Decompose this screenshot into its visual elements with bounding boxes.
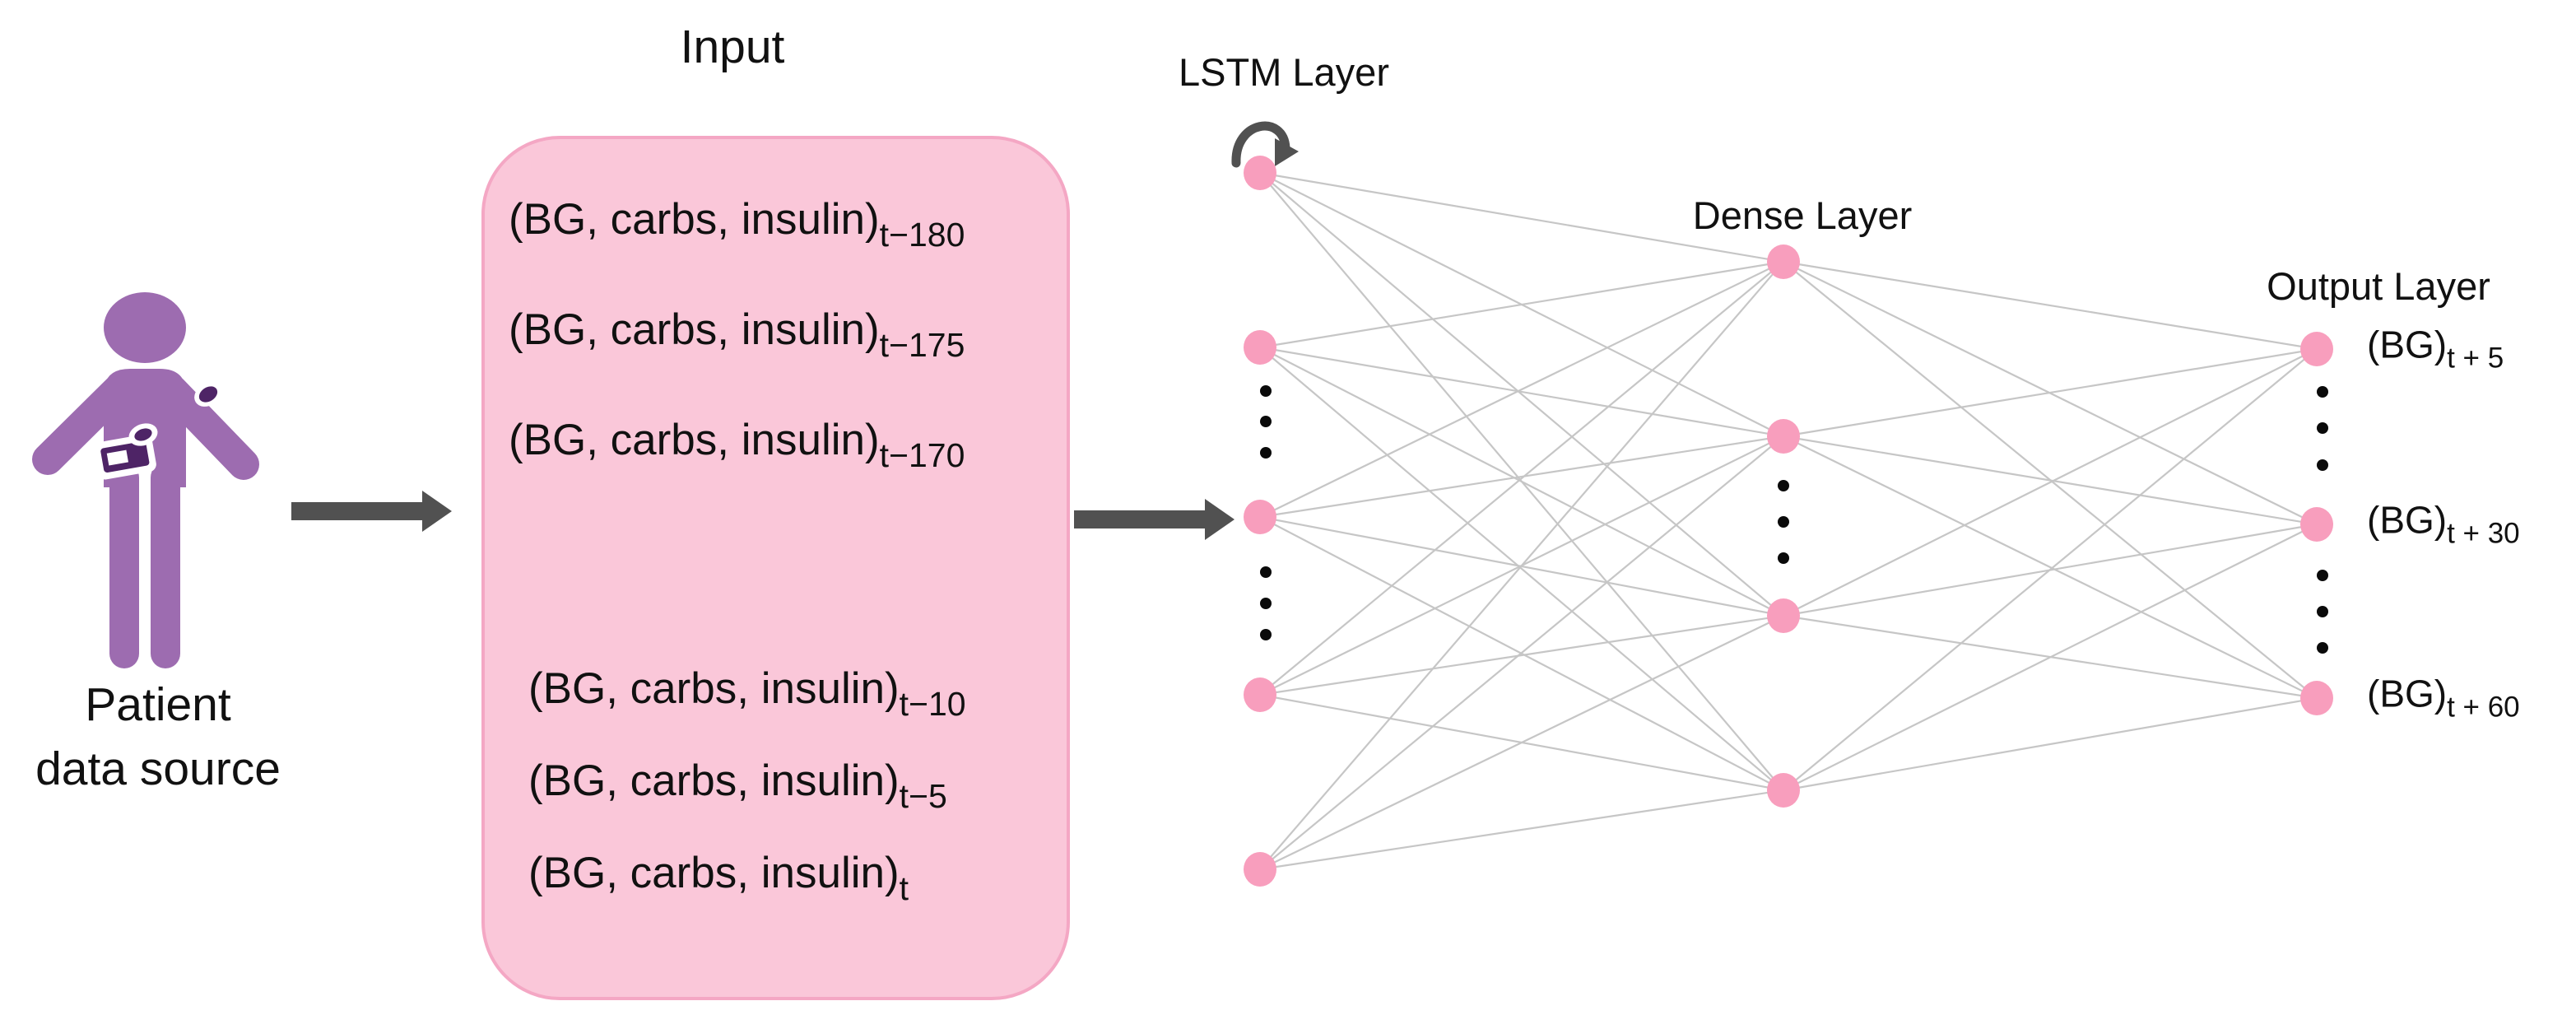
- connection-line: [1259, 347, 1784, 617]
- output-ellipsis-dot: [2317, 570, 2328, 581]
- output-value-subscript: t + 30: [2447, 517, 2520, 550]
- output-ellipsis-dot: [2317, 386, 2328, 398]
- connection-line: [1783, 435, 2318, 699]
- connection-line: [1259, 789, 1784, 871]
- dense-node: [1767, 773, 1800, 808]
- connection-lines: [1259, 171, 2318, 871]
- connection-line: [1783, 260, 2318, 351]
- patient-leg-gap: [139, 481, 151, 670]
- connection-line: [1783, 348, 2318, 617]
- lstm-ellipsis-dot: [1260, 416, 1272, 427]
- connection-line: [1259, 261, 1784, 518]
- connection-line: [1783, 435, 2318, 526]
- output-ellipsis-dot: [2317, 606, 2328, 617]
- connection-line: [1259, 347, 1784, 791]
- patient-icon: [32, 292, 259, 670]
- input-row: (BG, carbs, insulin)t−5: [528, 759, 947, 813]
- output-ellipsis-dot: [2317, 642, 2328, 654]
- connection-line: [1783, 347, 2318, 438]
- output-value-label: (BG)t + 30: [2367, 501, 2520, 548]
- output-value-subscript: t + 5: [2447, 342, 2504, 375]
- output-layer-label: Output Layer: [2267, 264, 2490, 308]
- input-row-main: (BG, carbs, insulin): [509, 195, 880, 244]
- patient-caption-line1: Patient: [85, 678, 231, 731]
- output-ellipsis-dot: [2317, 422, 2328, 434]
- dense-node: [1767, 419, 1800, 454]
- dense-node: [1767, 598, 1800, 633]
- lstm-ellipsis-dot: [1260, 598, 1272, 609]
- arrow-patient-to-input: [291, 491, 452, 532]
- connection-line: [1259, 615, 1784, 870]
- dense-layer-label: Dense Layer: [1692, 193, 1913, 237]
- connection-line: [1783, 524, 2318, 791]
- input-row-main: (BG, carbs, insulin): [509, 305, 880, 354]
- output-node: [2300, 332, 2333, 366]
- dense-node: [1767, 244, 1800, 279]
- connection-line: [1783, 348, 2318, 791]
- lstm-layer-label: LSTM Layer: [1179, 50, 1389, 94]
- connection-line: [1259, 261, 1784, 696]
- output-ellipsis-dot: [2317, 459, 2328, 471]
- lstm-node: [1244, 677, 1276, 712]
- input-row-main: (BG, carbs, insulin): [528, 849, 900, 897]
- connection-line: [1259, 172, 1784, 617]
- input-row: (BG, carbs, insulin)t−175: [509, 308, 965, 362]
- connection-line: [1783, 696, 2318, 792]
- connection-line: [1259, 435, 1784, 519]
- output-value-main: (BG): [2367, 672, 2448, 715]
- connection-line: [1259, 614, 1784, 696]
- lstm-node: [1244, 330, 1276, 365]
- connection-line: [1259, 260, 1784, 349]
- lstm-ellipsis-dot: [1260, 566, 1272, 578]
- output-value-label: (BG)t + 5: [2367, 326, 2504, 373]
- input-row-main: (BG, carbs, insulin): [528, 757, 900, 805]
- lstm-node: [1244, 852, 1276, 887]
- connection-line: [1259, 171, 1784, 263]
- input-row-subscript: t−175: [879, 326, 965, 364]
- insulin-pump-icon: [93, 434, 156, 480]
- input-row-main: (BG, carbs, insulin): [509, 416, 880, 464]
- lstm-ellipsis-dot: [1260, 447, 1272, 459]
- patient-head: [104, 292, 186, 363]
- dense-ellipsis-dot: [1778, 480, 1789, 491]
- connection-line: [1259, 261, 1784, 870]
- lstm-ellipsis-dot: [1260, 385, 1272, 397]
- output-node: [2300, 681, 2333, 715]
- output-node: [2300, 507, 2333, 542]
- input-row-subscript: t: [899, 869, 909, 907]
- input-row: (BG, carbs, insulin)t: [528, 851, 909, 906]
- input-row-subscript: t−10: [899, 685, 966, 723]
- output-value-subscript: t + 60: [2447, 691, 2520, 724]
- input-row: (BG, carbs, insulin)t−180: [509, 198, 965, 252]
- patient-caption-line2: data source: [35, 743, 281, 795]
- lstm-node: [1244, 500, 1276, 534]
- input-row: (BG, carbs, insulin)t−10: [528, 667, 966, 721]
- input-row: (BG, carbs, insulin)t−170: [509, 418, 965, 473]
- connection-line: [1259, 435, 1784, 870]
- input-box: [481, 136, 1070, 1000]
- lstm-node: [1244, 156, 1276, 190]
- input-title: Input: [680, 21, 785, 73]
- output-value-main: (BG): [2367, 323, 2448, 366]
- lstm-recurrence-arrow: [1231, 121, 1299, 168]
- pump-tubing-icon: [128, 423, 158, 446]
- arrow-input-to-lstm: [1074, 499, 1235, 540]
- output-value-label: (BG)t + 60: [2367, 675, 2520, 722]
- cgm-sensor-icon: [194, 382, 222, 407]
- input-row-main: (BG, carbs, insulin): [528, 664, 900, 713]
- dense-ellipsis-dot: [1778, 516, 1789, 528]
- connection-line: [1259, 346, 1784, 438]
- output-value-main: (BG): [2367, 498, 2448, 542]
- input-row-subscript: t−180: [879, 216, 965, 254]
- dense-ellipsis-dot: [1778, 552, 1789, 564]
- input-row-subscript: t−5: [899, 777, 947, 815]
- input-row-subscript: t−170: [879, 436, 965, 474]
- lstm-ellipsis-dot: [1260, 629, 1272, 640]
- layer-nodes: [1244, 156, 2333, 887]
